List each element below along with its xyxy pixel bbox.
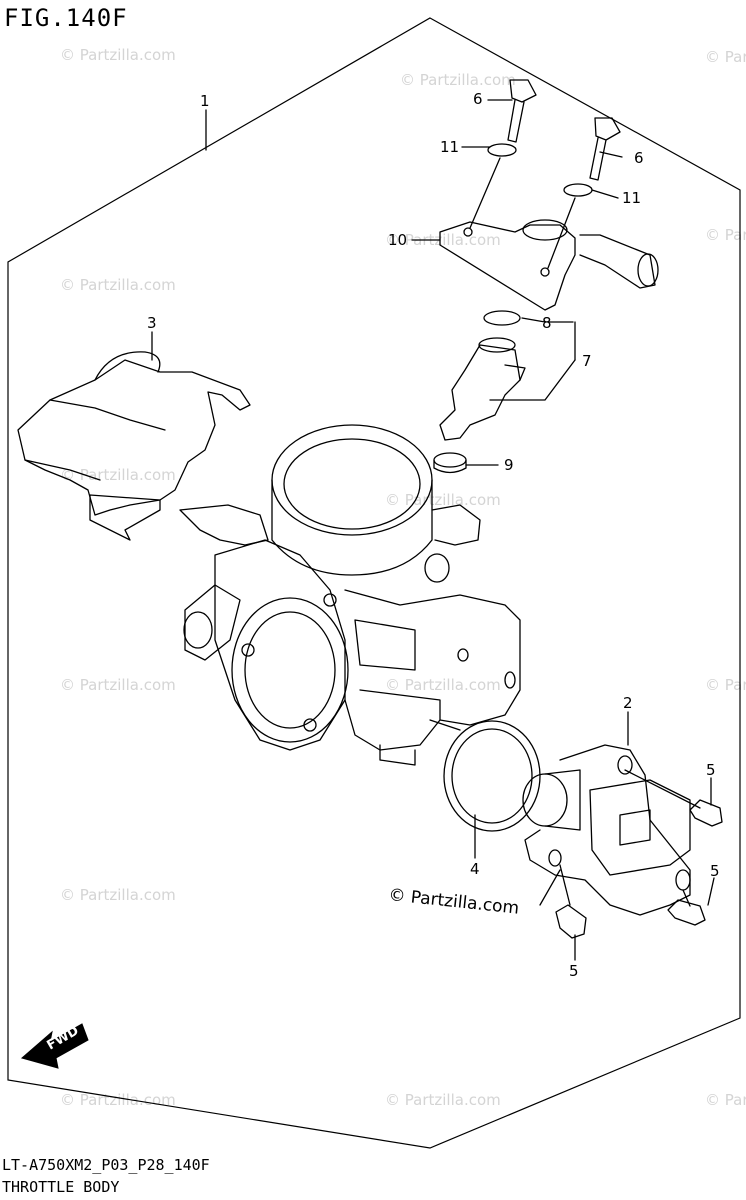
forward-arrow-icon: FWD xyxy=(20,1023,89,1069)
bracket-clip-part xyxy=(17,351,251,541)
washer-part xyxy=(563,183,593,197)
callout-1: 1 xyxy=(200,92,210,110)
callout-11: 11 xyxy=(440,138,459,156)
watermark: © Partzilla.com xyxy=(385,1091,501,1109)
model-code: LT-A750XM2_P03_P28_140F xyxy=(2,1156,210,1174)
callout-6: 6 xyxy=(634,149,644,167)
watermark-layer: © Partzilla.com © Partzilla.com © Partzi… xyxy=(60,46,746,1109)
watermark: © Partzilla.com xyxy=(60,886,176,904)
callout-4: 4 xyxy=(470,860,480,878)
watermark: © Partzilla.com xyxy=(400,71,516,89)
watermark: © Partzilla.com xyxy=(705,676,746,694)
watermark: © Partzilla.com xyxy=(60,466,176,484)
throttle-position-sensor-part xyxy=(522,744,691,916)
section-name: THROTTLE BODY xyxy=(2,1178,120,1196)
fuel-injector-part xyxy=(439,337,526,441)
callout-5: 5 xyxy=(569,962,579,980)
callout-5: 5 xyxy=(706,761,716,779)
callout-2: 2 xyxy=(623,694,633,712)
callout-11: 11 xyxy=(622,189,641,207)
watermark: © Partzilla.com xyxy=(60,676,176,694)
fuel-delivery-pipe-part xyxy=(439,219,659,311)
watermark: © Partzilla.com xyxy=(60,1091,176,1109)
callout-7: 7 xyxy=(582,352,592,370)
pipe-screw-part xyxy=(507,79,621,181)
watermark: © Partzilla.com xyxy=(705,1091,746,1109)
watermark: © Partzilla.com xyxy=(385,491,501,509)
washer-part xyxy=(487,143,517,157)
o-ring-part xyxy=(443,720,541,832)
watermark: © Partzilla.com xyxy=(705,226,746,244)
screw-part xyxy=(555,799,723,939)
callout-9: 9 xyxy=(504,456,514,474)
callout-5: 5 xyxy=(710,862,720,880)
injector-seal-part xyxy=(483,310,521,326)
leader-lines xyxy=(151,99,715,961)
callout-labels: 1 2 3 4 5 5 5 6 6 7 8 9 10 11 11 xyxy=(147,90,720,980)
callout-10: 10 xyxy=(388,231,407,249)
assembly-guide-lines xyxy=(429,157,701,907)
watermark: © Partzilla.com xyxy=(385,676,501,694)
watermark: © Partzilla.com xyxy=(60,46,176,64)
callout-3: 3 xyxy=(147,314,157,332)
copyright-notice: © Partzilla.com xyxy=(387,885,520,919)
callout-6: 6 xyxy=(473,90,483,108)
callout-8: 8 xyxy=(542,314,552,332)
assembly-boundary xyxy=(7,17,741,1149)
injector-cushion-part xyxy=(433,452,467,474)
throttle-body-main xyxy=(179,424,521,766)
watermark: © Partzilla.com xyxy=(60,276,176,294)
watermark: © Partzilla.com xyxy=(705,48,746,66)
watermark: © Partzilla.com xyxy=(385,231,501,249)
figure-title: FIG.140F xyxy=(4,4,128,32)
